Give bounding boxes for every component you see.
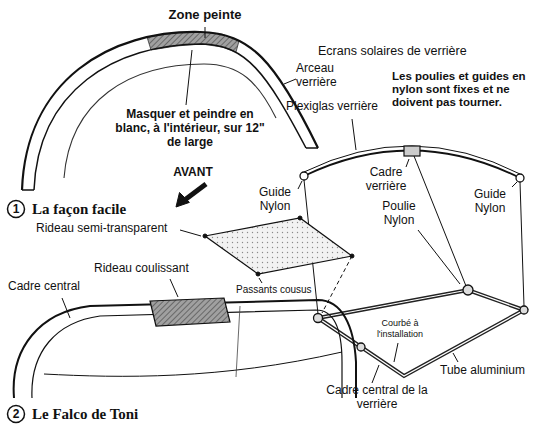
leader-line bbox=[205, 27, 206, 38]
curtain-path bbox=[322, 256, 352, 313]
nylon-guide bbox=[314, 314, 323, 323]
canopy-rib bbox=[236, 306, 240, 377]
sewn-loop bbox=[298, 216, 302, 220]
sewn-loop bbox=[350, 254, 354, 258]
note: Masquer et peindre en blanc, à l'intérie… bbox=[110, 108, 270, 149]
part-label: Cadre verrière bbox=[360, 166, 412, 194]
guide-wire bbox=[520, 182, 524, 306]
part-label: Zone peinte bbox=[150, 8, 260, 23]
callout-number: 2 bbox=[6, 404, 26, 424]
leader-line bbox=[259, 278, 262, 283]
drawing-caption: Le Falco de Toni bbox=[32, 406, 138, 423]
drawing-title: Ecrans solaires de verrière bbox=[318, 44, 467, 58]
leader-line bbox=[372, 365, 379, 383]
canopy-sill bbox=[44, 352, 342, 376]
leader-line bbox=[298, 181, 302, 189]
pulley-wire bbox=[414, 156, 466, 286]
nylon-guide bbox=[300, 172, 308, 180]
callout-badge: 1 bbox=[6, 199, 26, 219]
part-label: Tube aluminium bbox=[440, 364, 544, 378]
plexiglas-canopy bbox=[304, 146, 520, 174]
part-label: Rideau semi-transparent bbox=[36, 222, 186, 236]
bow-end bbox=[22, 189, 34, 191]
leader-line bbox=[394, 343, 398, 362]
nylon-guide bbox=[520, 306, 528, 314]
bow-far-edge bbox=[64, 64, 276, 178]
part-label: Courbé à l'installation bbox=[370, 318, 430, 340]
canopy-bow bbox=[22, 27, 318, 207]
nylon-pulley bbox=[357, 343, 365, 351]
leader-line bbox=[180, 230, 201, 236]
leader-line bbox=[453, 353, 458, 362]
callout-number: 1 bbox=[6, 199, 26, 219]
nylon-guide bbox=[516, 174, 524, 182]
leader-line bbox=[512, 182, 517, 187]
part-label: Cadre central bbox=[8, 280, 104, 294]
bow-outer-edge bbox=[22, 32, 318, 190]
sewn-loop bbox=[256, 272, 260, 276]
leader-line bbox=[352, 119, 356, 150]
part-label: Arceau verrière bbox=[296, 62, 350, 90]
step-heading: 2 Le Falco de Toni bbox=[6, 404, 138, 424]
front-arrow bbox=[186, 184, 206, 199]
leader-line bbox=[62, 298, 70, 318]
nylon-pulley bbox=[463, 285, 473, 295]
leader-line bbox=[284, 79, 296, 84]
front-arrow-head bbox=[176, 193, 189, 208]
leader-line bbox=[406, 159, 409, 167]
leader-line bbox=[186, 50, 192, 105]
part-label: Passants cousus bbox=[236, 284, 328, 296]
canopy-frame-block bbox=[404, 146, 420, 156]
leader-line bbox=[418, 230, 460, 284]
sewn-loop bbox=[203, 234, 207, 238]
part-label: Plexiglas verrière bbox=[286, 100, 398, 114]
part-label: Rideau coulissant bbox=[94, 262, 206, 276]
part-label: Guide Nylon bbox=[252, 186, 298, 214]
part-label: Cadre central de la verrière bbox=[316, 384, 438, 412]
bow-end bbox=[306, 147, 318, 149]
step-heading: 1 La façon facile bbox=[6, 199, 126, 219]
part-label: Poulie Nylon bbox=[374, 200, 424, 228]
bow-inner-edge bbox=[34, 44, 306, 190]
sliding-curtain bbox=[150, 298, 230, 326]
part-label: Guide Nylon bbox=[466, 188, 514, 216]
leader-line bbox=[170, 279, 178, 297]
note: Les poulies et guides en nylon sont fixe… bbox=[392, 70, 544, 109]
part-label: AVANT bbox=[168, 166, 218, 180]
callout-badge: 2 bbox=[6, 404, 26, 424]
semi-transparent-curtain bbox=[205, 218, 352, 274]
drawing-caption: La façon facile bbox=[32, 201, 126, 218]
falco-canopy bbox=[14, 279, 356, 398]
